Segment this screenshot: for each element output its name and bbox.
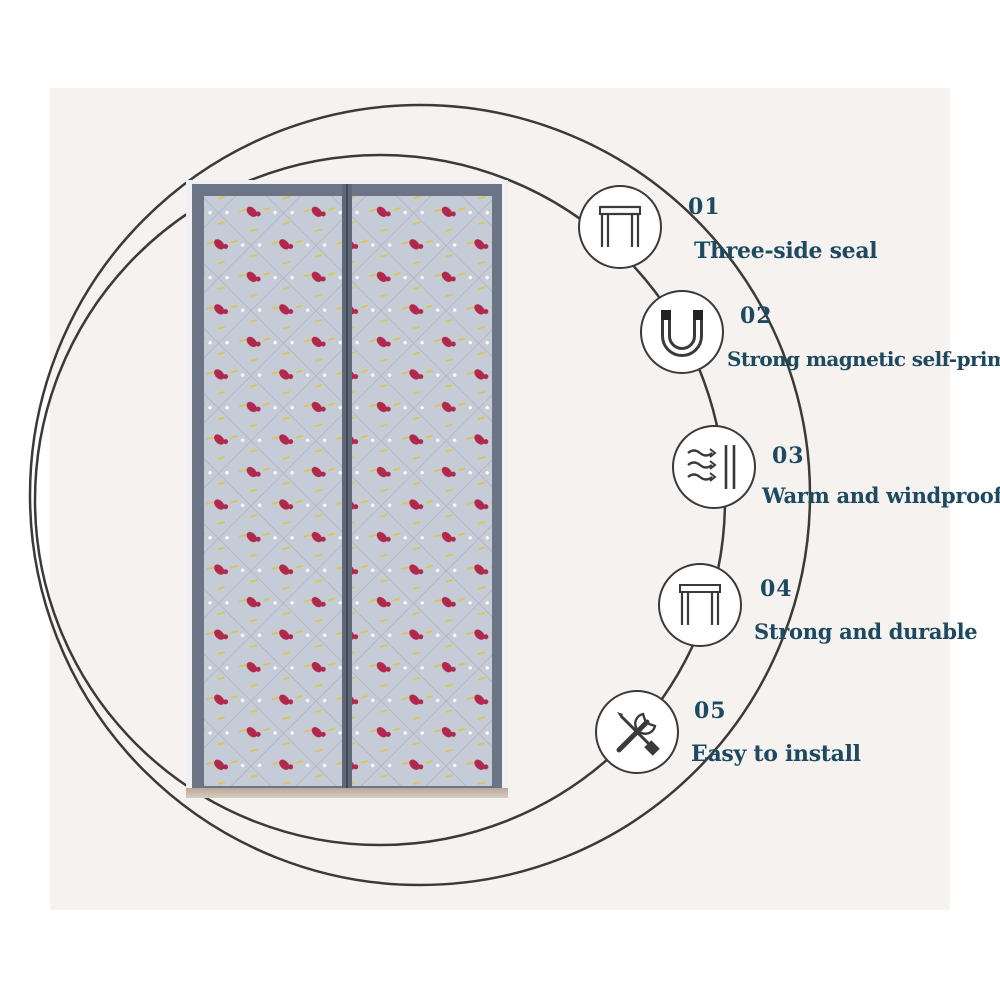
feature-label-3: Warm and windproof — [762, 483, 1000, 508]
door-frame-icon — [658, 563, 742, 647]
feature-number-1: 01 — [688, 194, 721, 220]
feature-label-2: Strong magnetic self-priming — [727, 347, 1000, 371]
feature-label-4: Strong and durable — [754, 619, 978, 644]
floor-strip — [186, 788, 508, 798]
three-side-seal-icon — [578, 185, 662, 269]
wind-icon — [672, 425, 756, 509]
tools-icon — [595, 690, 679, 774]
feature-number-3: 03 — [772, 443, 805, 469]
feature-number-2: 02 — [740, 303, 773, 329]
magnetic-door-curtain — [186, 180, 508, 792]
feature-number-4: 04 — [760, 576, 793, 602]
feature-label-5: Easy to install — [691, 741, 861, 767]
magnet-icon — [640, 290, 724, 374]
feature-label-1: Three-side seal — [694, 238, 878, 264]
feature-number-5: 05 — [694, 698, 727, 724]
